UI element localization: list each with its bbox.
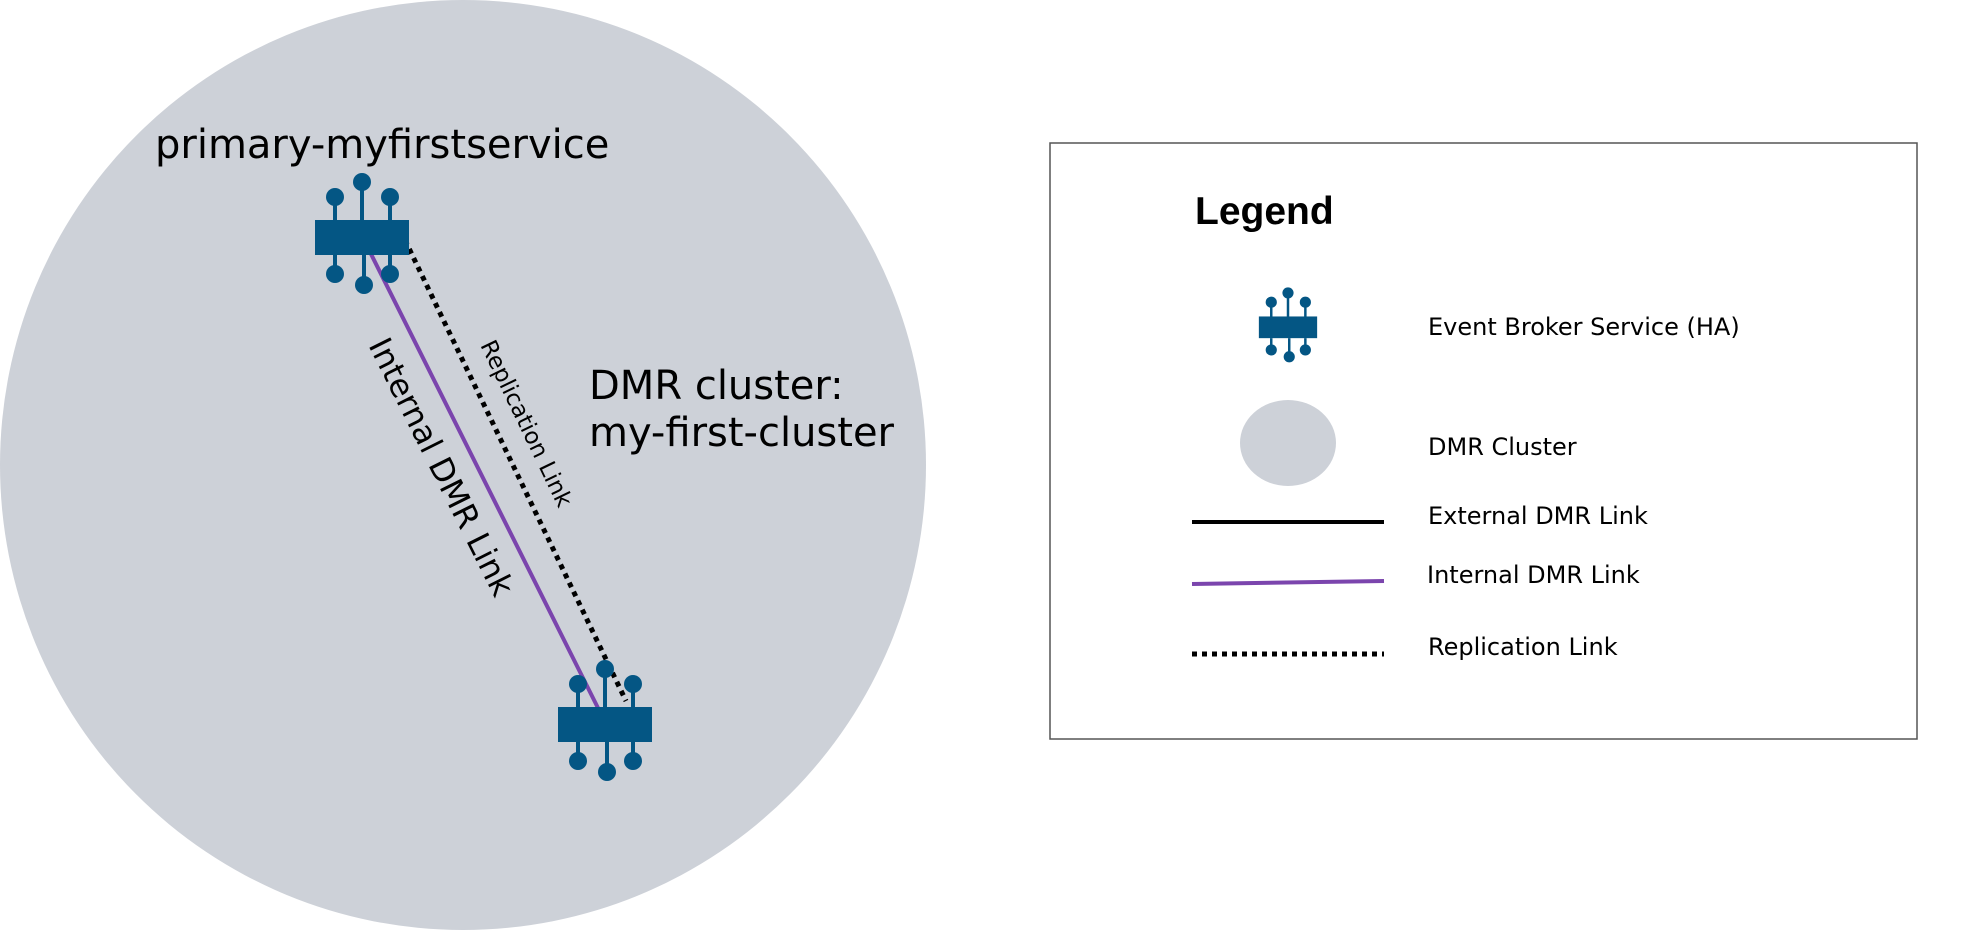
primary-broker-icon <box>313 171 411 296</box>
legend-item-label: DMR Cluster <box>1428 433 1577 461</box>
legend-item-label: External DMR Link <box>1428 502 1648 530</box>
legend-internal-link-icon <box>1191 579 1385 586</box>
legend-broker-icon <box>1257 286 1319 364</box>
primary-broker-label: primary-myfirstservice <box>155 122 609 168</box>
legend-item-label: Replication Link <box>1428 633 1618 661</box>
cluster-label-line1: DMR cluster: <box>589 363 844 409</box>
legend-title: Legend <box>1195 190 1334 233</box>
dmr-cluster-circle <box>0 0 926 930</box>
backup-broker-icon <box>556 658 654 783</box>
legend-item-label: Internal DMR Link <box>1427 561 1640 589</box>
legend-box <box>1049 142 1918 740</box>
internal-dmr-link-line <box>368 251 600 709</box>
legend-cluster-icon <box>1240 400 1336 486</box>
cluster-label-line2: my-first-cluster <box>589 410 895 456</box>
legend-item-label: Event Broker Service (HA) <box>1428 313 1740 341</box>
